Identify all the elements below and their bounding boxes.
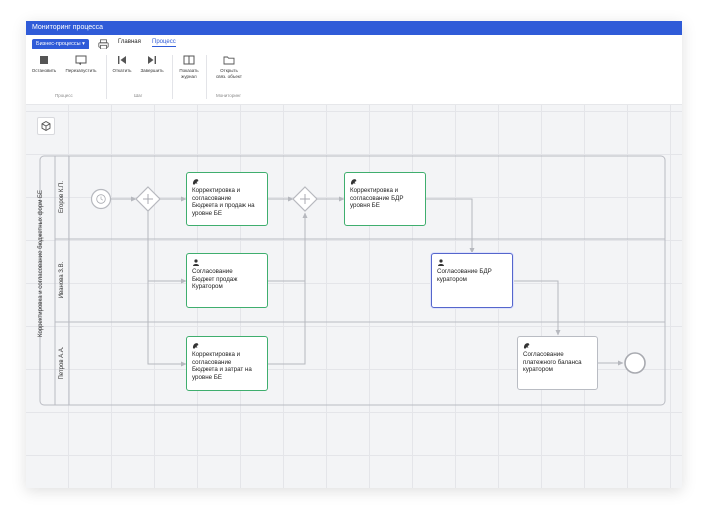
restart-label: Перезапустить	[65, 68, 97, 73]
task-label-line: согласование	[192, 358, 232, 366]
chevron-down-icon: ▾	[82, 41, 85, 47]
timer-hands	[100, 196, 103, 201]
finish-step-button[interactable]: Завершить	[140, 55, 164, 74]
ribbon-divider	[206, 55, 207, 99]
task-label-line: куратором	[523, 366, 553, 374]
task-label-line: платежного баланса	[523, 358, 582, 366]
cube-icon	[41, 120, 51, 132]
open-linked-object-button[interactable]: Открыть связ. объект	[212, 55, 246, 79]
task-bdr-be[interactable]: Корректировка и согласование БДР уровня …	[344, 172, 426, 226]
bpmn-diagram	[39, 155, 666, 406]
group-label-monitoring: Мониторинг	[216, 93, 241, 98]
user-task-icon	[193, 259, 199, 266]
group-label-step: Шаг	[134, 93, 143, 98]
business-processes-button[interactable]: Бизнес-процессы ▾	[32, 39, 89, 50]
cube-view-button[interactable]	[37, 117, 55, 135]
timer-icon	[96, 194, 106, 204]
flow-split-to-task3	[147, 211, 187, 284]
task-label-line: уровне БЕ	[192, 209, 222, 217]
task-label-line: Корректировка и	[350, 187, 399, 194]
lane-label-egorov: Егоров К.П.	[59, 180, 65, 214]
user-task-icon	[438, 259, 444, 266]
task-label-line: уровне БЕ	[192, 373, 222, 381]
show-journal-line1: Показать	[179, 68, 199, 73]
task-label-line: согласование	[192, 194, 232, 202]
menu-bar: Бизнес-процессы ▾ Главная Процесс	[26, 35, 682, 50]
flow-split-to-task5	[147, 211, 187, 367]
flow-task3-to-join	[268, 212, 308, 282]
task-approve-bdr-curator[interactable]: Согласование БДР куратором	[431, 253, 513, 308]
parallel-split-gateway[interactable]	[135, 186, 161, 212]
task-approve-payment-balance[interactable]: Согласование платежного баланса кураторо…	[517, 336, 598, 390]
sequence-flows	[111, 196, 624, 367]
ribbon-toolbar: Остановить Перезапустить Процесс Откатит…	[26, 49, 682, 105]
task-label-line: Бюджет продаж	[192, 275, 238, 283]
show-journal-button[interactable]: Показать журнал	[177, 55, 201, 79]
service-task-icon	[192, 343, 199, 349]
window-title: Мониторинг процесса	[26, 21, 682, 35]
show-journal-line2: журнал	[181, 73, 197, 79]
journal-icon	[183, 55, 195, 65]
restart-icon	[75, 55, 87, 65]
task-label-line: Согласование	[523, 351, 564, 358]
task-label-line: согласование БДР	[350, 194, 404, 202]
service-task-icon	[192, 179, 199, 185]
service-task-icon	[350, 179, 357, 185]
task-label-line: Бюджета и затрат на	[192, 366, 252, 374]
flow-task5-to-join	[268, 213, 306, 365]
stop-button[interactable]: Остановить	[31, 55, 57, 74]
tab-main[interactable]: Главная	[118, 39, 141, 45]
pool-label: Корректировка и согласование бюджетных ф…	[38, 190, 44, 337]
task-budget-costs-be[interactable]: Корректировка и согласование Бюджета и з…	[186, 336, 268, 391]
open-linked-line1: Открыть	[220, 68, 238, 73]
finish-step-label: Завершить	[140, 68, 164, 73]
rollback-label: Откатить	[112, 68, 132, 73]
stop-label: Остановить	[31, 68, 57, 73]
task-label-line: Куратором	[192, 283, 223, 291]
task-label-line: Корректировка и	[192, 187, 241, 194]
tab-process[interactable]: Процесс	[152, 39, 176, 47]
parallel-join-gateway[interactable]	[292, 186, 318, 212]
flow-task4-to-task6	[513, 280, 561, 336]
service-task-icon	[523, 343, 530, 349]
task-approve-sales-budget[interactable]: Согласование Бюджет продаж Куратором	[186, 253, 268, 308]
ribbon-divider	[106, 55, 107, 99]
open-linked-line2: связ. объект	[216, 73, 242, 79]
step-back-icon	[118, 56, 126, 64]
stop-icon	[40, 56, 48, 64]
restart-button[interactable]: Перезапустить	[63, 55, 99, 74]
task-label-line: Согласование БДР	[437, 268, 492, 275]
app-window: Мониторинг процесса Бизнес-процессы ▾ Гл…	[26, 21, 682, 488]
rollback-button[interactable]: Откатить	[110, 55, 134, 74]
step-forward-icon	[148, 56, 156, 64]
lane-label-petrov: Петров А.А.	[59, 346, 65, 380]
task-label-line: Корректировка и	[192, 351, 241, 358]
lane-label-ivanova: Иванова З.В.	[59, 261, 65, 299]
end-event[interactable]	[624, 352, 646, 374]
task-label-line: Согласование	[192, 268, 233, 275]
ribbon-divider	[172, 55, 173, 99]
task-budget-sales-be[interactable]: Корректировка и согласование Бюджета и п…	[186, 172, 268, 226]
task-label-line: куратором	[437, 275, 467, 283]
diagram-canvas[interactable]: Корректировка и согласование бюджетных ф…	[26, 105, 682, 488]
task-label-line: Бюджета и продаж на	[192, 202, 255, 210]
task-label-line: уровня БЕ	[350, 202, 380, 210]
business-processes-label: Бизнес-процессы	[36, 41, 81, 47]
flow-task2-to-task4	[426, 198, 475, 254]
pool	[39, 155, 666, 406]
group-label-process: Процесс	[55, 93, 73, 98]
folder-icon	[223, 56, 235, 65]
